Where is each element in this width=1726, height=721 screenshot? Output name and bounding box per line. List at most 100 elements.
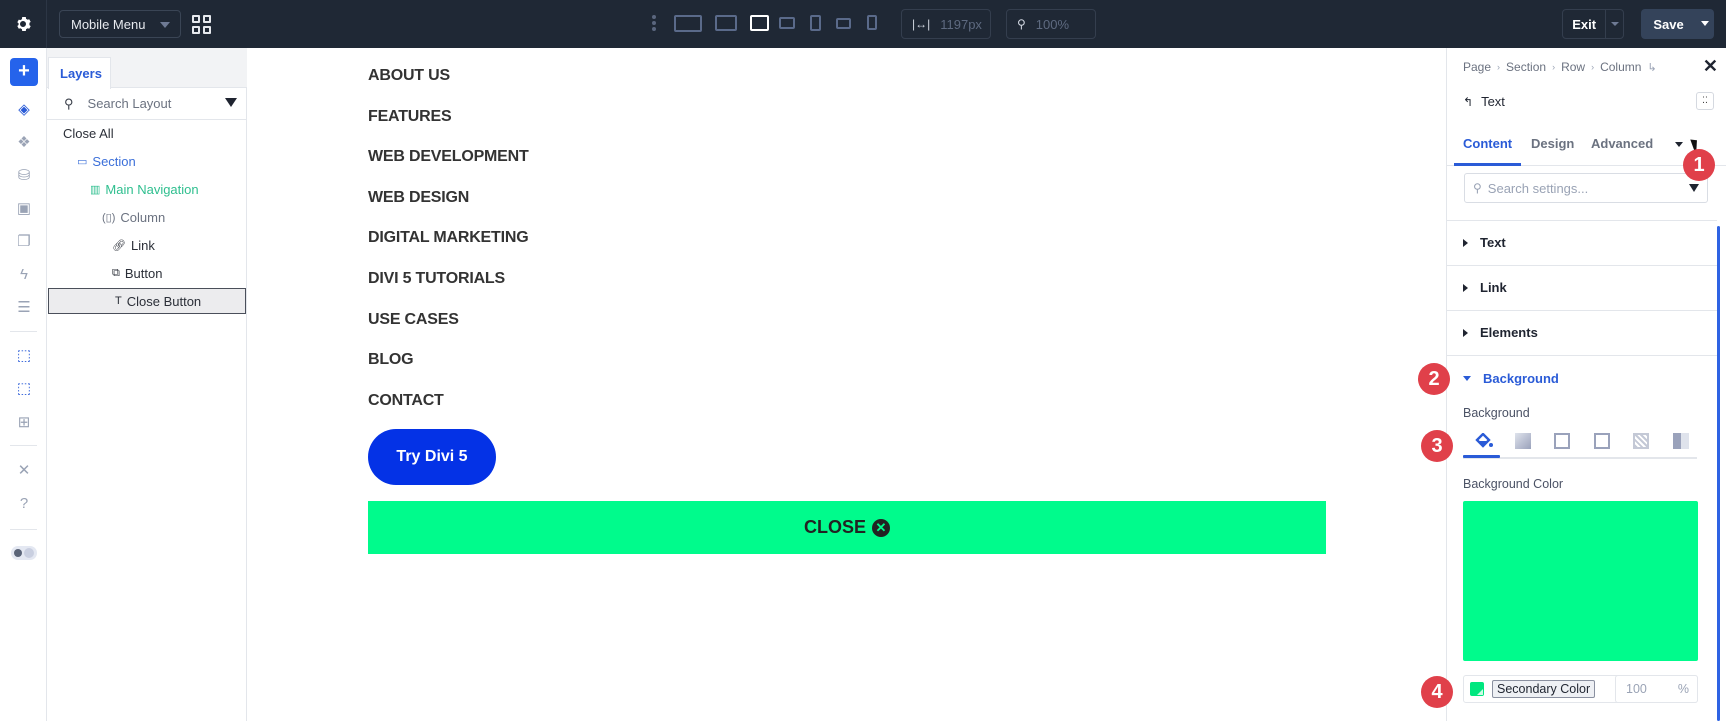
breadcrumb-column[interactable]: Column [1600,60,1642,74]
close-icon[interactable]: ✕ [1702,56,1718,76]
more-tabs-chevron-icon[interactable] [1675,142,1683,147]
layers-icon[interactable]: ◈ [18,101,30,118]
layer-section[interactable]: ▭ Section [47,148,247,174]
layer-main-navigation[interactable]: ▥ Main Navigation [47,176,247,202]
more-vertical-icon[interactable] [652,15,656,33]
nav-link-digital-marketing[interactable]: DIGITAL MARKETING [368,229,529,246]
preview-layout-icon[interactable]: ⊞ [17,414,31,431]
bg-mask-tab-icon[interactable] [1673,433,1689,449]
tab-advanced[interactable]: Advanced [1591,136,1654,151]
exit-dropdown-icon[interactable] [1605,10,1623,38]
zoom-search-icon: ⚲ [1017,17,1026,31]
filter-icon[interactable] [1689,184,1699,192]
select-parent-icon[interactable]: ⬚ [16,380,32,397]
try-divi-button[interactable]: Try Divi 5 [368,429,496,485]
device-laptop-icon[interactable] [750,15,769,31]
text-icon: T [115,295,122,307]
layer-button[interactable]: ⧉ Button [47,260,247,286]
layout-select[interactable]: Mobile Menu [59,10,181,38]
settings-button[interactable] [0,0,47,48]
group-elements[interactable]: Elements [1463,325,1538,340]
nav-link-features[interactable]: FEATURES [368,108,452,125]
close-all-label: Close All [63,125,114,141]
grid-view-icon[interactable] [192,15,211,34]
layer-label: Link [130,237,155,253]
help-icon[interactable]: ? [19,495,29,512]
tab-design[interactable]: Design [1531,136,1575,151]
close-label: CLOSE [803,517,866,537]
add-module-button[interactable]: + [10,58,38,86]
save-dropdown-icon[interactable] [1696,9,1714,39]
breadcrumb-page[interactable]: Page [1463,60,1492,74]
canvas-width-field[interactable]: |↔| 1197px [901,9,991,39]
layers-panel: Layers ⚲ Search Layout Close All ▭ Secti… [47,48,247,721]
settings-search-input[interactable]: ⚲ Search settings... [1464,173,1708,203]
device-phone-icon[interactable] [867,15,877,30]
bg-image-tab-icon[interactable] [1554,433,1570,449]
tab-content[interactable]: Content [1463,136,1513,151]
zoom-field[interactable]: ⚲ 100% [1006,9,1096,39]
pages-icon[interactable]: ❐ [17,233,31,250]
annotation-badge-4: 4 [1421,676,1453,708]
database-icon[interactable]: ⛁ [17,167,31,184]
mode-toggle[interactable] [11,546,37,560]
device-widescreen-icon[interactable] [674,15,702,32]
group-text[interactable]: Text [1463,235,1506,250]
save-button[interactable]: Save [1641,9,1714,39]
layers-search[interactable]: ⚲ Search Layout [47,88,247,120]
presets-icon[interactable]: ▣ [16,200,32,217]
global-color-tag[interactable]: Secondary Color [1492,680,1596,698]
opacity-input[interactable]: 100 % [1615,675,1698,703]
breadcrumb-row[interactable]: Row [1561,60,1586,74]
canvas: ABOUT US FEATURES WEB DEVELOPMENT WEB DE… [247,48,1446,721]
background-color-swatch[interactable] [1463,501,1698,661]
try-divi-label: Try Divi 5 [396,448,468,465]
back-arrow-icon[interactable]: ↰ [1463,94,1474,109]
nav-link-web-development[interactable]: WEB DEVELOPMENT [368,148,529,165]
close-all-button[interactable]: Close All [47,120,247,146]
search-icon: ⚲ [64,95,74,111]
nav-link-contact[interactable]: CONTACT [368,392,444,409]
layer-label: Button [124,265,163,281]
tools-icon[interactable]: ✕ [17,462,31,479]
device-phone-landscape-icon[interactable] [836,18,851,29]
tab-layers[interactable]: Layers [48,57,111,89]
breadcrumb-section[interactable]: Section [1506,60,1547,74]
divider [1447,310,1717,311]
settings-panel: Page› Section› Row› Column ↳ ✕ ↰ Text ⁚⁚… [1446,48,1726,721]
layer-close-button[interactable]: T Close Button [48,288,246,314]
divider [1447,355,1717,356]
device-tablet-icon[interactable] [810,15,821,31]
device-desktop-icon[interactable] [715,15,737,31]
gear-icon [17,17,31,31]
nav-link-about-us[interactable]: ABOUT US [368,67,450,84]
bg-pattern-tab-icon[interactable] [1633,433,1649,449]
filter-icon[interactable] [225,98,237,107]
nav-link-web-design[interactable]: WEB DESIGN [368,189,470,206]
device-tablet-landscape-icon[interactable] [779,17,795,29]
nav-link-divi-5-tutorials[interactable]: DIVI 5 TUTORIALS [368,270,505,287]
bg-color-tab-icon[interactable] [1475,432,1493,449]
layer-link[interactable]: 🔗︎ Link [47,232,247,258]
caret-right-icon [1463,328,1468,337]
nav-link-use-cases[interactable]: USE CASES [368,311,459,328]
close-circle-icon: ✕ [872,518,890,537]
exit-button[interactable]: Exit [1562,9,1624,39]
group-link[interactable]: Link [1463,280,1507,295]
group-label: Text [1480,235,1506,250]
lightning-icon[interactable]: ϟ [20,266,28,283]
nav-link-blog[interactable]: BLOG [368,351,414,368]
layers-search-input[interactable]: Search Layout [87,96,172,111]
close-button[interactable]: CLOSE ✕ [368,501,1326,554]
select-module-icon[interactable]: ⬚ [16,347,32,364]
layer-column[interactable]: (▯) Column [47,204,247,230]
color-value-field[interactable]: Secondary Color [1463,675,1698,703]
background-color-label: Background Color [1463,477,1564,491]
settings-list-icon[interactable]: ☰ [17,299,31,316]
theme-builder-icon[interactable]: ❖ [17,134,31,151]
group-background[interactable]: Background [1463,371,1559,386]
bg-gradient-tab-icon[interactable] [1515,433,1531,449]
bg-video-tab-icon[interactable] [1594,433,1610,449]
panel-scrollbar[interactable] [1717,226,1720,721]
panel-view-toggle-icon[interactable]: ⁚⁚ [1696,92,1714,110]
